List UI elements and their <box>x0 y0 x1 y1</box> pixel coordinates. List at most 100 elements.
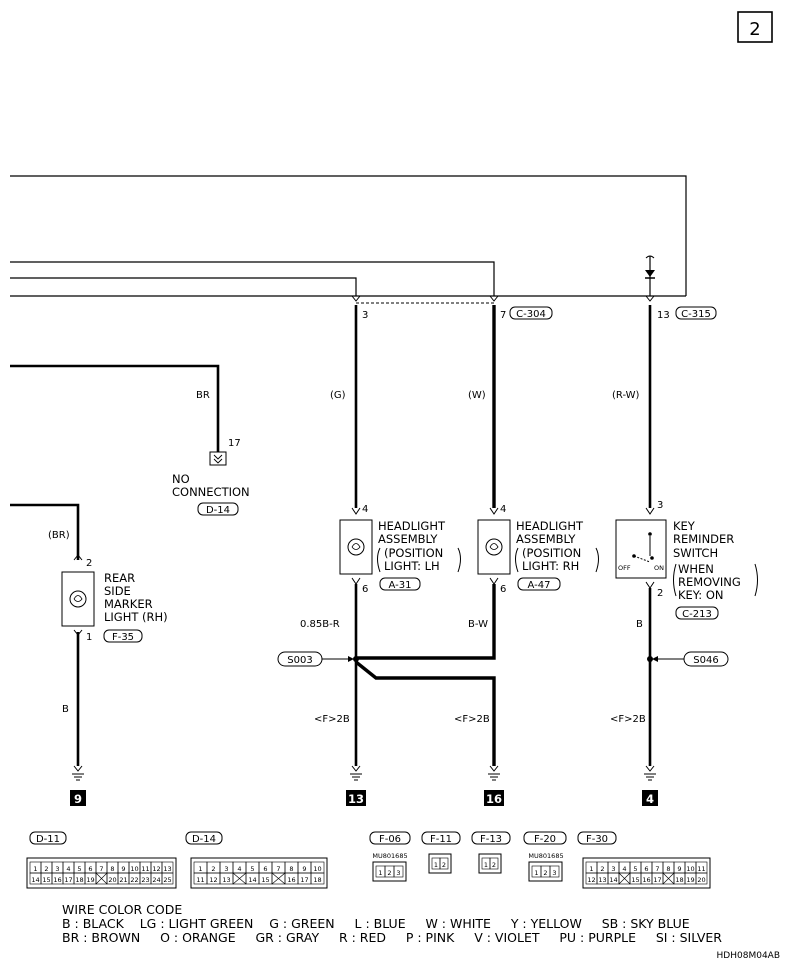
connector-f30-pin: 2 <box>600 865 604 873</box>
splice-s003 <box>277 651 359 667</box>
key-switch-connector: C-213 <box>682 609 712 620</box>
connector-f30-pin: 16 <box>642 876 650 884</box>
legend-row2: BR : BROWN O : ORANGE GR : GRAY R : RED … <box>62 930 722 945</box>
connector-f06-pin: 2 <box>387 869 391 877</box>
headlight-rh-line2: ASSEMBLY <box>516 532 576 546</box>
wire-b-left: B <box>62 704 69 715</box>
headlight-lh-line4: LIGHT: LH <box>384 559 440 573</box>
connector-d11-pin: 12 <box>152 865 160 873</box>
connector-d14-pin: 18 <box>313 876 321 884</box>
connector-d11-pin: 15 <box>42 876 50 884</box>
connector-f20-pin: 1 <box>534 869 538 877</box>
no-connection-terminal <box>209 451 227 466</box>
connector-f30-pin: 3 <box>611 865 615 873</box>
connector-tag-a47 <box>517 577 561 591</box>
pin-3-switch: 3 <box>657 500 663 511</box>
ground-icons <box>72 765 656 781</box>
connector-f30-pin: 14 <box>609 876 617 884</box>
connector-d14-pin: 6 <box>263 865 267 873</box>
connector-tag-c213 <box>675 606 719 620</box>
no-connection-line2: CONNECTION <box>172 485 250 499</box>
connector-d11-pin: 9 <box>121 865 125 873</box>
no-connection-line1: NO <box>172 472 190 486</box>
connector-d11-label: D-11 <box>36 834 60 845</box>
connector-f20-part: MU801685 <box>528 852 563 860</box>
connector-d14-pin: 11 <box>196 876 204 884</box>
rear-marker-line3: MARKER <box>104 597 153 611</box>
connector-f30-pin: 13 <box>598 876 606 884</box>
connector-f30-pin: 5 <box>633 865 637 873</box>
key-reminder-switch-symbol <box>615 507 667 589</box>
pin-4-rh: 4 <box>500 504 506 515</box>
ground-id-9: 9 <box>74 792 82 806</box>
legend-row1: B : BLACK LG : LIGHT GREEN G : GREEN L :… <box>62 916 690 931</box>
connector-f30-pin: 17 <box>653 876 661 884</box>
wire-b-w: B-W <box>468 619 488 630</box>
connector-c315: C-315 <box>681 309 711 320</box>
connector-d11-pin: 7 <box>99 865 103 873</box>
connector-f30-pin: 11 <box>697 865 705 873</box>
headlight-rh-line1: HEADLIGHT <box>516 519 584 533</box>
connector-f30-pin: 15 <box>631 876 639 884</box>
splice-s046 <box>647 651 729 667</box>
connector-d14-pin: 8 <box>289 865 293 873</box>
connector-tag-d14-nc <box>197 502 239 516</box>
diode-icon <box>645 255 655 279</box>
top-connector-chevrons <box>351 295 655 302</box>
splice-s046-label: S046 <box>693 655 718 666</box>
ground-box-4 <box>642 790 658 806</box>
connector-d11-pin: 23 <box>141 876 149 884</box>
connector-f20-pin: 2 <box>543 869 547 877</box>
connector-d14-pin: 3 <box>224 865 228 873</box>
wire-w: (W) <box>468 390 486 401</box>
ground-label-switch: <F>2B <box>610 714 646 725</box>
connector-f30-pin: 18 <box>675 876 683 884</box>
connector-f06-pin: 1 <box>378 869 382 877</box>
key-switch-line6: KEY: ON <box>678 588 724 602</box>
connector-tag-c315 <box>675 306 717 320</box>
connector-f11-pin: 1 <box>434 861 438 869</box>
connector-tag-c304 <box>509 306 553 320</box>
connector-d14-pin: 13 <box>222 876 230 884</box>
connector-f13-label: F-13 <box>480 834 502 845</box>
connector-f30-label: F-30 <box>586 834 608 845</box>
headlight-lh-connector: A-31 <box>389 580 412 591</box>
connector-d11-pin: 1 <box>33 865 37 873</box>
connector-d11-pin: 4 <box>66 865 70 873</box>
pin-4-lh: 4 <box>362 504 368 515</box>
key-switch-line4: WHEN <box>678 562 714 576</box>
rear-marker-connector: F-35 <box>112 632 134 643</box>
key-switch-line2: REMINDER <box>673 532 734 546</box>
connector-d14-pin: 5 <box>250 865 254 873</box>
top-harness-lines <box>10 175 687 297</box>
pin-17: 17 <box>228 438 241 449</box>
connector-f30-pin: 1 <box>589 865 593 873</box>
connector-f13-pin: 1 <box>484 861 488 869</box>
no-connection-connector: D-14 <box>206 505 230 516</box>
connector-f30-pin: 6 <box>644 865 648 873</box>
ground-label-lh: <F>2B <box>314 714 350 725</box>
splice-s003-label: S003 <box>287 655 312 666</box>
connector-d11-pin: 16 <box>53 876 61 884</box>
wire-rw: (R-W) <box>612 390 640 401</box>
connector-f30-pin: 7 <box>655 865 659 873</box>
diagram-code: HDH08M04AB <box>717 951 780 961</box>
ground-label-rh: <F>2B <box>454 714 490 725</box>
key-switch-line1: KEY <box>673 519 696 533</box>
wire-g: (G) <box>330 390 346 401</box>
connector-d14-pin: 2 <box>211 865 215 873</box>
connector-f11-label: F-11 <box>430 834 452 845</box>
connector-d14-pin: 9 <box>302 865 306 873</box>
ground-box-9 <box>70 790 86 806</box>
connector-d11-pin: 2 <box>44 865 48 873</box>
connector-f06-part: MU801685 <box>372 852 407 860</box>
ground-box-13 <box>346 790 366 806</box>
key-switch-line3: SWITCH <box>673 546 718 560</box>
headlight-rh-line3: (POSITION <box>522 546 581 560</box>
headlight-rh-symbol <box>477 507 511 585</box>
connector-d14-pin: 17 <box>300 876 308 884</box>
connector-f11-pin: 2 <box>442 861 446 869</box>
connector-d11-pin: 20 <box>108 876 116 884</box>
headlight-lh-line3: (POSITION <box>384 546 443 560</box>
connector-d11-pin: 14 <box>31 876 39 884</box>
